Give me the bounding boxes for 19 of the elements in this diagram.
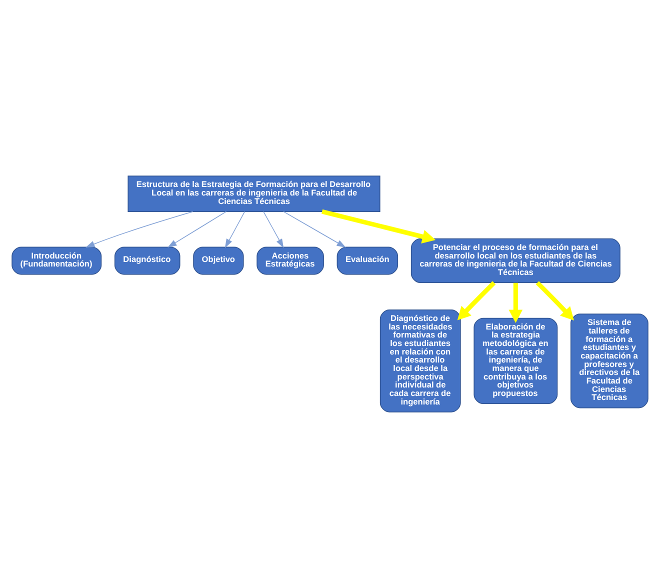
arrow bbox=[168, 211, 227, 248]
arrow bbox=[263, 211, 284, 248]
node-box: Elaboración de la estrategia metodológica en las carreras de ingeniería, de manera que contribuya a los objetivos propuestos bbox=[474, 318, 558, 404]
arrow bbox=[536, 281, 574, 321]
node-box: Introducción (Fundamentación) bbox=[12, 246, 102, 275]
node-box: Estructura de la Estrategia de Formación para el Desarrollo Local en las carreras de ingenieria de la Facultad de Ciencias Técnicas bbox=[128, 176, 380, 212]
node-box: Potenciar el proceso de formación para el desarrollo local en los estudiantes de las carreras de ingenieria de la Facultad de Ciencias Técnicas bbox=[410, 238, 620, 284]
node-box: Acciones Estratégicas bbox=[256, 246, 324, 275]
arrow bbox=[508, 282, 523, 323]
arrow bbox=[224, 211, 246, 248]
node-box: Evaluación bbox=[336, 246, 398, 275]
node-box: Sistema de talleres de formación a estudiantes y capacitación a profesores y directivos de la Facultad de Ciencias Técnicas bbox=[570, 314, 648, 408]
node-box: Diagnóstico de las necesidades formativas de los estudiantes en relación con el desarrollo local desde la perspectiva individual de cada carrera de ingeniería bbox=[380, 310, 461, 412]
arrow bbox=[322, 209, 436, 244]
arrow bbox=[457, 281, 496, 320]
arrow bbox=[86, 211, 194, 248]
node-box: Objetivo bbox=[193, 246, 244, 275]
arrow bbox=[283, 211, 346, 248]
node-box: Diagnóstico bbox=[114, 246, 180, 275]
